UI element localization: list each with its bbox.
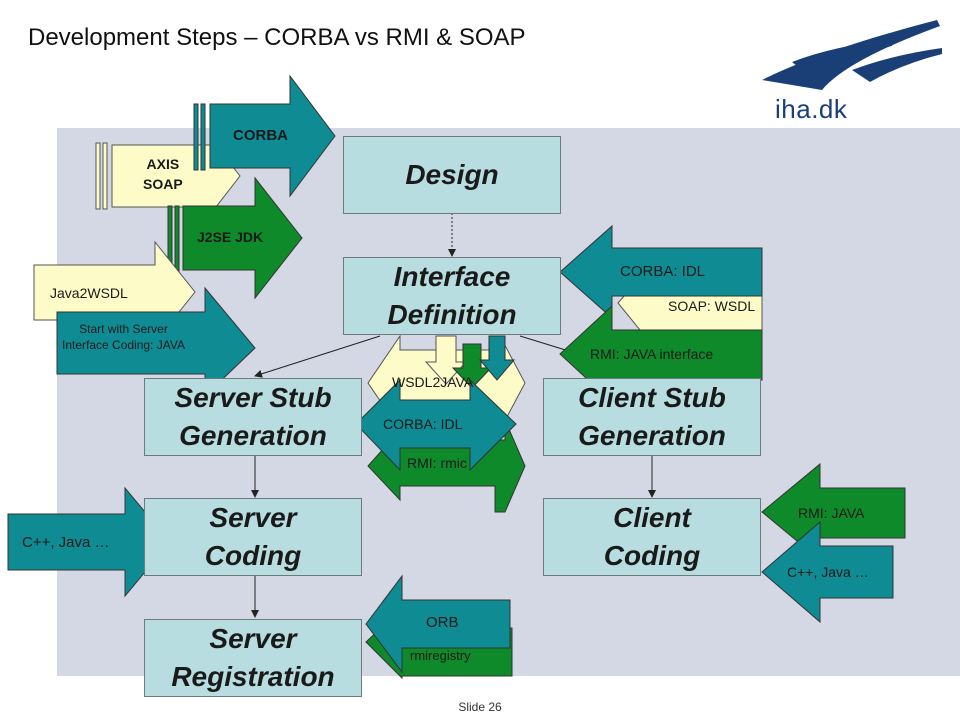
- axis-soap-arrow: [95, 138, 241, 214]
- connector-interface-server-stub: [254, 335, 381, 378]
- start-server-label: Start with Server Interface Coding: JAVA: [62, 322, 185, 352]
- design-box: Design: [343, 136, 561, 214]
- client-coding-label: Client Coding: [603, 502, 701, 571]
- cpp-java-right-label: C++, Java …: [787, 564, 869, 580]
- start-server-arrow: [56, 286, 256, 398]
- corba-label: CORBA: [233, 127, 288, 144]
- interface-definition-box: Interface Definition: [343, 257, 561, 335]
- server-stub-label: Server Stub Generation: [174, 382, 332, 451]
- rmiregistry-label: rmiregistry: [410, 648, 471, 663]
- server-coding-label: Server Coding: [204, 502, 302, 571]
- wsdl2java-label: WSDL2JAVA: [392, 374, 474, 390]
- corba-idl-center-arrow: [355, 378, 517, 472]
- interface-definition-label: Interface Definition: [387, 261, 517, 330]
- server-coding-box: Server Coding: [144, 498, 362, 576]
- logo-text: iha.dk: [775, 94, 848, 124]
- axis-soap-label: AXIS SOAP: [143, 156, 183, 192]
- cpp-java-left-label: C++, Java …: [22, 534, 110, 551]
- j2se-jdk-label: J2SE JDK: [197, 229, 264, 245]
- server-stub-generation-box: Server Stub Generation: [144, 378, 362, 456]
- server-registration-label: Server Registration: [171, 623, 335, 692]
- rmi-java-label: RMI: JAVA: [798, 505, 865, 521]
- slide-number: Slide 26: [458, 700, 502, 714]
- j2se-jdk-arrow: [167, 176, 303, 300]
- soap-wsdl-label: SOAP: WSDL: [668, 298, 756, 314]
- corba-idl-center-label: CORBA: IDL: [383, 416, 463, 432]
- rmi-java-arrow: [761, 462, 906, 562]
- client-stub-label: Client Stub Generation: [578, 382, 726, 451]
- cpp-java-right-arrow: [761, 520, 894, 624]
- java2wsdl-label: Java2WSDL: [50, 285, 128, 301]
- design-label: Design: [405, 159, 499, 190]
- rmi-java-interface-label: RMI: JAVA interface: [590, 346, 714, 362]
- client-stub-generation-box: Client Stub Generation: [543, 378, 761, 456]
- orb-arrow: [365, 574, 511, 674]
- small-arrow-green: [451, 343, 493, 389]
- small-arrow-cream: [424, 335, 468, 385]
- corba-idl-right-label: CORBA: IDL: [620, 263, 706, 280]
- small-arrow-teal: [478, 335, 516, 381]
- corba-arrow: [193, 74, 336, 198]
- client-coding-box: Client Coding: [543, 498, 761, 576]
- iha-logo: [762, 20, 942, 90]
- page-title: Development Steps – CORBA vs RMI & SOAP: [28, 24, 526, 51]
- rmi-rmic-label: RMI: rmic: [407, 455, 467, 471]
- corba-idl-right-arrow: [559, 224, 763, 320]
- orb-label: ORB: [426, 614, 459, 631]
- server-registration-box: Server Registration: [144, 619, 362, 697]
